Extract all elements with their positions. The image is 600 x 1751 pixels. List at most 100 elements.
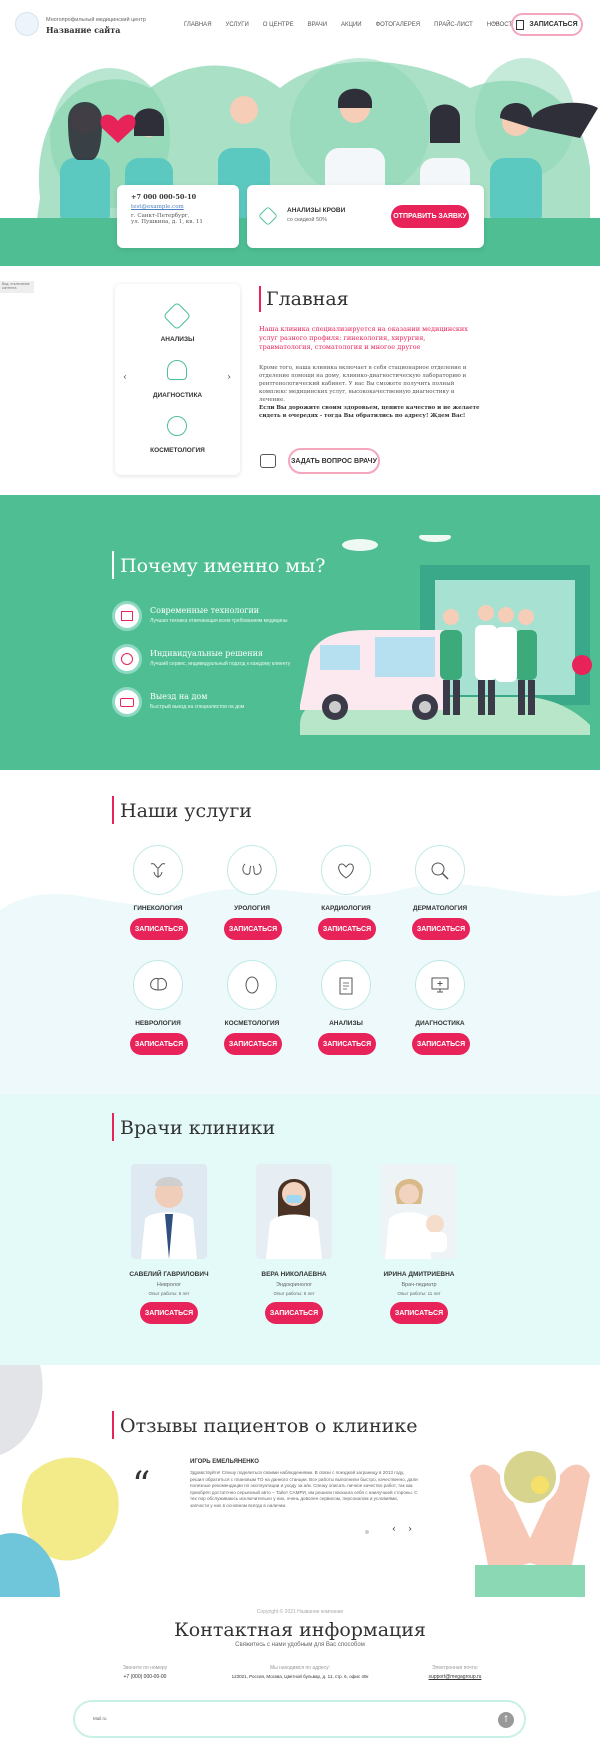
more-menu-icon[interactable]: ··· [492, 19, 500, 28]
service-signup-button[interactable]: ЗАПИСАТЬСЯ [224, 1033, 282, 1055]
doctor-role: Врач-педиатр [401, 1282, 437, 1288]
scroll-top-button[interactable]: ↑ [498, 1712, 514, 1728]
made-label[interactable]: Mail.ru [93, 1716, 107, 1721]
doctor-role: Невролог [156, 1282, 182, 1288]
promo-card: АНАЛИЗЫ КРОВИ со скидкой 50% ОТПРАВИТЬ З… [247, 185, 484, 248]
footer: Copyright © 2021 Название компании Конта… [0, 1597, 600, 1751]
doctor-photo[interactable] [256, 1164, 332, 1259]
nav-gallery[interactable]: Фотогалерея [375, 22, 421, 28]
site-title[interactable]: Название сайта [46, 25, 121, 35]
chat-doctor-icon [260, 454, 276, 468]
lead-text: Наша клиника специализируется на оказани… [259, 325, 468, 351]
uterus-icon [133, 845, 183, 895]
test-tube-icon [258, 206, 278, 226]
doctor-photo[interactable] [131, 1164, 207, 1259]
why-item-text: Лучший сервис, индивидуальный подход к к… [150, 661, 291, 667]
contact-email[interactable]: test@example.com [131, 204, 184, 210]
service-signup-button[interactable]: ЗАПИСАТЬСЯ [130, 1033, 188, 1055]
cosmetology-icon [167, 416, 187, 436]
service-card [227, 960, 277, 1010]
doctor-photo[interactable] [381, 1164, 457, 1259]
doctor-signup-button[interactable]: ЗАПИСАТЬСЯ [390, 1302, 448, 1324]
service-card [415, 845, 465, 895]
nav-news[interactable]: Новости [486, 22, 517, 28]
header-signup-button[interactable]: ЗАПИСАТЬСЯ [511, 13, 583, 36]
doctor-signup-button[interactable]: ЗАПИСАТЬСЯ [265, 1302, 323, 1324]
services-section: Наши услуги ГИНЕКОЛОГИЯ ЗАПИСАТЬСЯ УРОЛО… [0, 770, 600, 1095]
review-text: Здравствуйте! Спешу поделиться своими на… [190, 1470, 418, 1508]
contact-col-label: Электронная почта: [431, 1665, 478, 1671]
nav-about[interactable]: О центре [262, 22, 294, 28]
service-signup-button[interactable]: ЗАПИСАТЬСЯ [412, 918, 470, 940]
doctors-accent-bar [112, 1113, 114, 1141]
service-name: ДИАГНОСТИКА [415, 1020, 465, 1027]
bold-text: Если Вы дорожите своим здоровьем, цените… [259, 405, 480, 419]
analysis-icon [162, 301, 192, 331]
why-item-title: Выезд на дом [150, 692, 208, 701]
service-name: НЕВРОЛОГИЯ [135, 1020, 181, 1027]
services-title: Наши услуги [120, 800, 252, 822]
service-signup-button[interactable]: ЗАПИСАТЬСЯ [224, 918, 282, 940]
contact-col-value[interactable]: support@megagroup.ru [428, 1674, 482, 1680]
slider-next-icon[interactable]: › [227, 372, 231, 383]
ambulance-illustration [300, 535, 592, 735]
review-author: ИГОРЬ ЕМЕЛЬЯНЕНКО [190, 1459, 259, 1465]
contact-card: +7 000 000-50-10 test@example.com г. Сан… [117, 185, 239, 248]
slider-item-analysis[interactable]: АНАЛИЗЫ [160, 336, 195, 343]
service-name: ГИНЕКОЛОГИЯ [133, 905, 183, 912]
service-card [133, 960, 183, 1010]
site-subtitle: Многопрофильный медицинский центр [46, 17, 146, 23]
service-card [321, 960, 371, 1010]
service-name: ДЕРМАТОЛОГИЯ [412, 905, 468, 912]
service-card [321, 845, 371, 895]
review-pagination-dot[interactable] [365, 1530, 369, 1534]
nav-main[interactable]: Главная [184, 22, 212, 28]
nav-promo[interactable]: Акции [341, 22, 362, 28]
send-request-button[interactable]: ОТПРАВИТЬ ЗАЯВКУ [391, 205, 469, 228]
service-card [133, 845, 183, 895]
services-slider: ‹ › АНАЛИЗЫ ДИАГНОСТИКА КОСМЕТОЛОГИЯ [115, 284, 240, 475]
why-title: Почему именно мы? [120, 555, 326, 577]
main-section: ‹ › АНАЛИЗЫ ДИАГНОСТИКА КОСМЕТОЛОГИЯ Гла… [0, 266, 600, 495]
service-name: КАРДИОЛОГИЯ [321, 905, 371, 912]
services-accent-bar [112, 796, 114, 824]
home-visit-icon [112, 687, 142, 717]
contact-col-value[interactable]: +7 (000) 000-00-00 [123, 1674, 167, 1680]
why-section: Почему именно мы? Современные технологии… [0, 495, 600, 770]
service-card [415, 960, 465, 1010]
microscope-icon [167, 360, 187, 380]
doctor-name: ВЕРА НИКОЛАЕВНА [261, 1271, 327, 1278]
doctor-signup-button[interactable]: ЗАПИСАТЬСЯ [140, 1302, 198, 1324]
contact-col-value: 123021, Россия, Москва, Цветной бульвар,… [231, 1674, 369, 1679]
service-signup-button[interactable]: ЗАПИСАТЬСЯ [318, 1033, 376, 1055]
service-signup-button[interactable]: ЗАПИСАТЬСЯ [130, 918, 188, 940]
monitor-icon [415, 960, 465, 1010]
service-name: АНАЛИЗЫ [329, 1020, 363, 1027]
nav-price[interactable]: Прайс-лист [434, 22, 473, 28]
contact-phone[interactable]: +7 000 000-50-10 [131, 193, 197, 201]
side-label: Вид: отключение контента [0, 281, 34, 293]
slider-item-cosmetology[interactable]: КОСМЕТОЛОГИЯ [150, 447, 205, 454]
contacts-subtitle: Свяжитесь с нами удобным для Вас способо… [235, 1642, 365, 1648]
slider-item-diagnostics[interactable]: ДИАГНОСТИКА [152, 392, 203, 399]
service-signup-button[interactable]: ЗАПИСАТЬСЯ [412, 1033, 470, 1055]
nav-doctors[interactable]: Врачи [307, 22, 328, 28]
footer-bar: Mail.ru ↑ [73, 1700, 526, 1738]
nav-services[interactable]: Услуги [225, 22, 249, 28]
logo-icon[interactable] [15, 12, 39, 36]
individual-icon [112, 644, 142, 674]
contact-city: г. Санкт-Петербург, [131, 213, 190, 219]
review-next-icon[interactable]: › [408, 1524, 412, 1535]
review-prev-icon[interactable]: ‹ [392, 1524, 396, 1535]
slider-prev-icon[interactable]: ‹ [123, 372, 127, 383]
why-accent-bar [112, 551, 114, 579]
promo-subtitle: со скидкой 50% [287, 217, 327, 223]
doctors-title: Врачи клиники [120, 1117, 276, 1139]
services-bg-decor [0, 884, 600, 1095]
service-signup-button[interactable]: ЗАПИСАТЬСЯ [318, 918, 376, 940]
tech-icon [112, 601, 142, 631]
promo-title: АНАЛИЗЫ КРОВИ [287, 207, 346, 214]
ask-doctor-button[interactable]: ЗАДАТЬ ВОПРОС ВРАЧУ [288, 448, 380, 474]
contacts-title: Контактная информация [174, 1619, 426, 1641]
header-signup-label: ЗАПИСАТЬСЯ [529, 21, 578, 28]
